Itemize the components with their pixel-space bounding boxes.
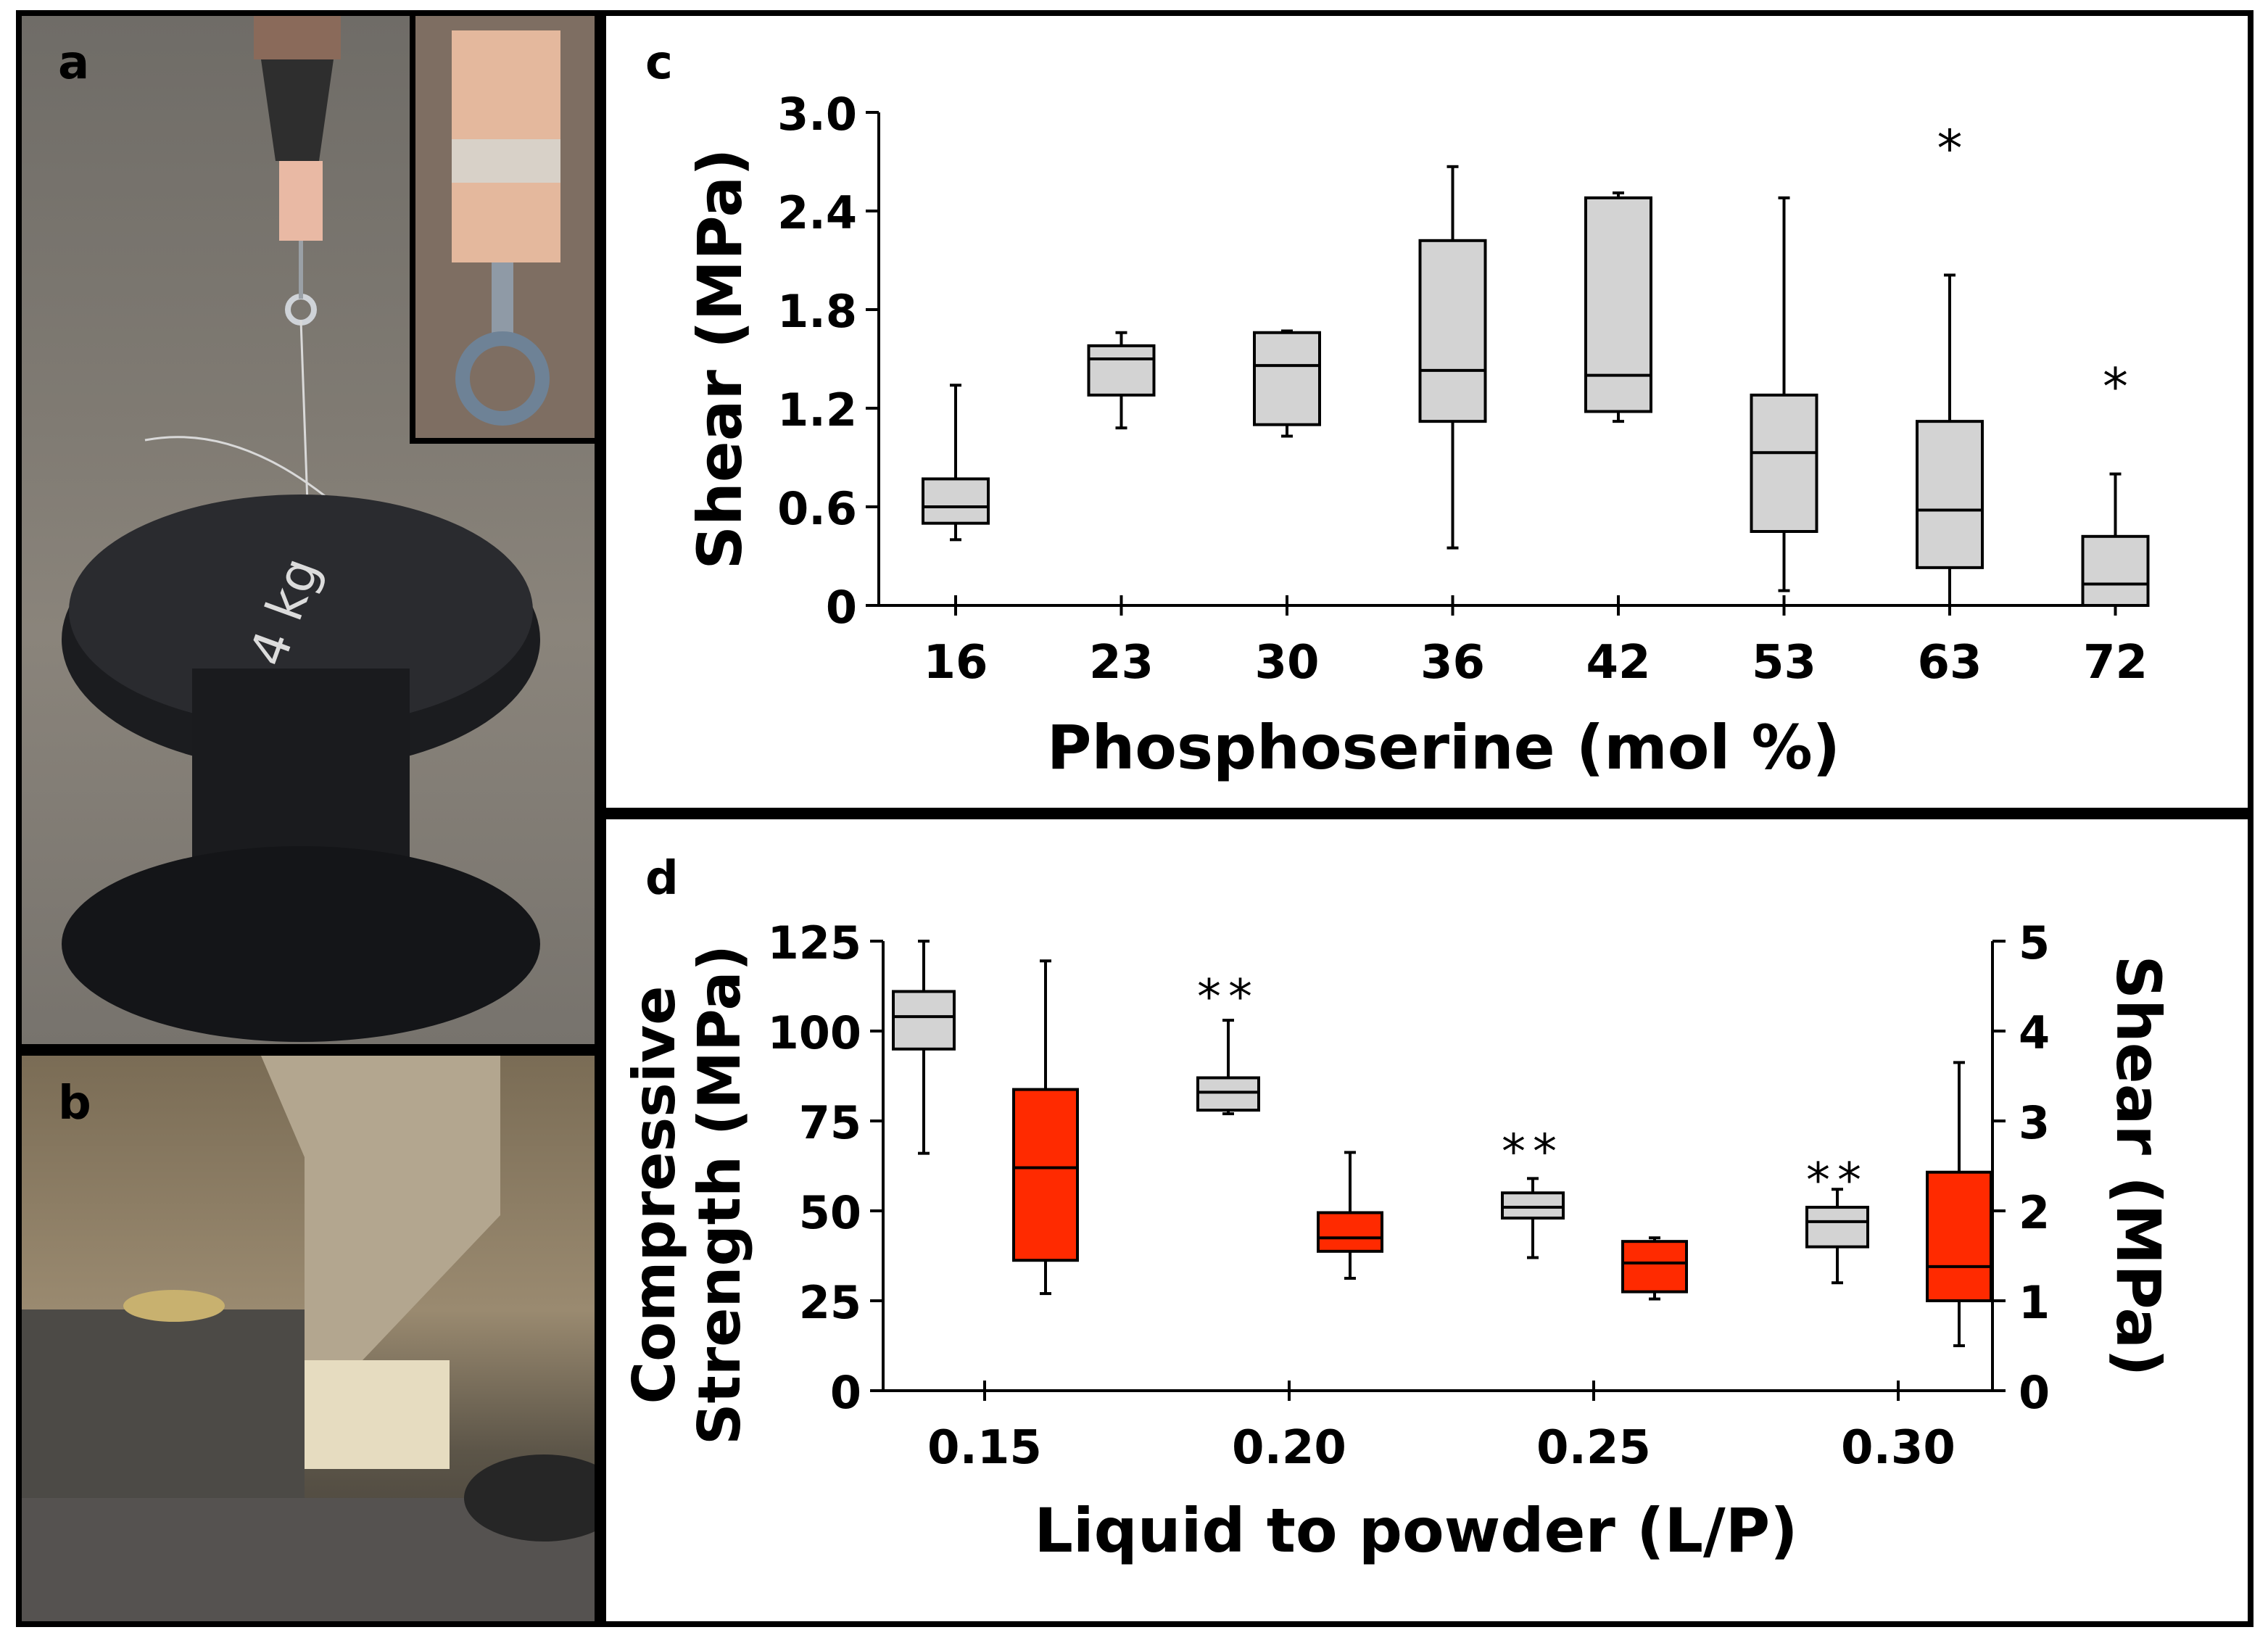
- chart-c-y-tick-label: 0: [826, 581, 857, 634]
- chart-c-y-tick-label: 0.6: [777, 482, 857, 535]
- photo-panel-b: [16, 1050, 600, 1627]
- chart-c-box-16-box: [922, 477, 990, 525]
- chart-c-x-tick-label: 53: [1752, 636, 1816, 690]
- chart-c-y-tick-label: 1.2: [777, 384, 857, 436]
- chart-c-box-30-box: [1253, 331, 1321, 426]
- chart-c-x-tick-label: 63: [1917, 636, 1982, 690]
- panel-letter-c: c: [645, 36, 673, 90]
- chart-c-y-tick-label: 3.0: [777, 88, 857, 141]
- chart-c-y-label: Shear (MPa): [684, 149, 756, 570]
- chart-c-significance-marker: *: [2103, 357, 2128, 417]
- panel-letter-a: a: [58, 36, 90, 90]
- compression-fixture-photo: [22, 1056, 595, 1621]
- chart-c-box-72-box: [2081, 534, 2150, 607]
- chart-c-x-label: Phosphoserine (mol %): [1047, 712, 1840, 783]
- chart-c-x-tick-label: 30: [1254, 636, 1319, 690]
- chart-c-box-53-box: [1750, 393, 1818, 533]
- dumbbell-photo: 4 kg: [62, 16, 540, 1042]
- chart-c-box-36-box: [1418, 239, 1487, 423]
- chart-c-box-42-box: [1584, 196, 1652, 413]
- chart-c-y-tick-label: 2.4: [777, 186, 857, 239]
- chart-c-box-63-box: [1916, 420, 1984, 569]
- panel-letter-d: d: [645, 852, 679, 906]
- chart-c-box-23-box: [1087, 344, 1156, 397]
- chart-c-x-tick-label: 72: [2083, 636, 2148, 690]
- photo-inset-a: [410, 10, 600, 444]
- specimen-photo: [452, 30, 560, 426]
- chart-c-y-tick-label: 1.8: [777, 285, 857, 338]
- panel-letter-b: b: [58, 1077, 91, 1130]
- chart-c-x-tick-label: 23: [1089, 636, 1154, 690]
- chart-c-significance-marker: *: [1937, 119, 1963, 178]
- chart-c-x-tick-label: 42: [1586, 636, 1650, 690]
- chart-c-x-tick-label: 36: [1420, 636, 1485, 690]
- chart-c-x-tick-label: 16: [923, 636, 988, 690]
